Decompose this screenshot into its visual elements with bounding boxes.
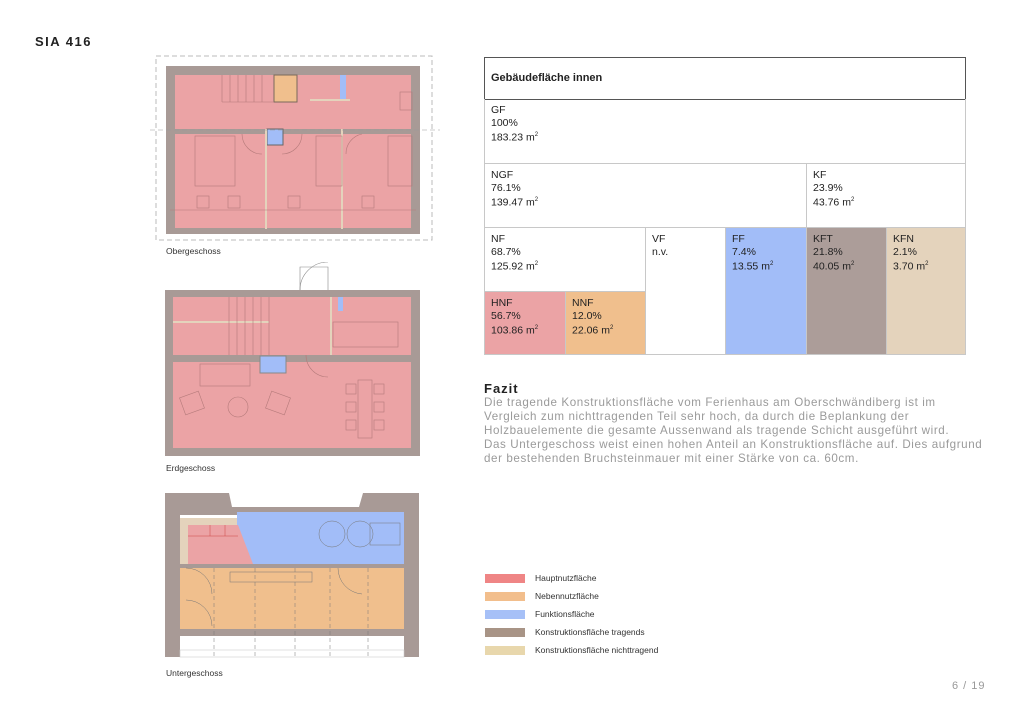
legend-item: Funktionsfläche xyxy=(485,608,595,620)
fazit-paragraph: Das Untergeschoss weist einen hohen Ante… xyxy=(484,438,983,465)
cell-area: 3.70 xyxy=(893,260,914,273)
cell-percent: n.v. xyxy=(652,245,669,258)
cell-name: GF xyxy=(491,104,506,116)
fazit-text: Die tragende Konstruktionsfläche vom Fer… xyxy=(484,396,984,466)
cell-area: 43.76 xyxy=(813,196,840,209)
cell-area: 183.23 xyxy=(491,131,524,144)
cell-name: VF xyxy=(652,233,666,245)
legend-item: Hauptnutzfläche xyxy=(485,572,596,584)
cell-name: NF xyxy=(491,233,505,245)
table-header: Gebäudefläche innen xyxy=(484,57,966,100)
cell-percent: 12.0% xyxy=(572,309,602,322)
cell-name: NGF xyxy=(491,169,514,181)
legend-item: Konstruktionsfläche nichttragend xyxy=(485,644,658,656)
plan-label-obergeschoss: Obergeschoss xyxy=(166,246,221,256)
cell-percent: 100% xyxy=(491,116,518,129)
cell-name: HNF xyxy=(491,297,513,309)
plan-label-untergeschoss: Untergeschoss xyxy=(166,668,223,678)
cell-name: KFT xyxy=(813,233,833,245)
cell-area: 139.47 xyxy=(491,196,524,209)
cell-percent: 21.8% xyxy=(813,245,843,258)
floor-plan-erdgeschoss xyxy=(165,262,420,456)
cell-name: FF xyxy=(732,233,745,245)
cell-percent: 76.1% xyxy=(491,181,521,194)
legend-swatch xyxy=(485,591,525,601)
cell-area: 125.92 xyxy=(491,260,524,273)
fazit-heading: Fazit xyxy=(484,381,519,396)
cell-area: 40.05 xyxy=(813,260,840,273)
legend-item: Konstruktionsfläche tragends xyxy=(485,626,645,638)
cell-name: KFN xyxy=(893,233,914,245)
legend-item: Nebennutzfläche xyxy=(485,590,599,602)
cell-name: NNF xyxy=(572,297,594,309)
cell-area: 13.55 xyxy=(732,260,759,273)
plan-label-erdgeschoss: Erdgeschoss xyxy=(166,463,216,473)
cell-name: KF xyxy=(813,169,827,181)
page-title: SIA 416 xyxy=(35,34,92,49)
cell-percent: 7.4% xyxy=(732,245,756,258)
legend-swatch xyxy=(485,609,525,619)
cell-percent: 56.7% xyxy=(491,309,521,322)
cell-percent: 68.7% xyxy=(491,245,521,258)
legend-swatch xyxy=(485,627,525,637)
legend-swatch xyxy=(485,645,525,655)
cell-percent: 23.9% xyxy=(813,181,843,194)
legend-swatch xyxy=(485,573,525,583)
floor-plan-untergeschoss xyxy=(165,493,419,658)
cell-area: 22.06 xyxy=(572,324,599,337)
page-number: 6 / 19 xyxy=(952,680,986,692)
cell-area: 103.86 xyxy=(491,324,524,337)
fazit-paragraph: Die tragende Konstruktionsfläche vom Fer… xyxy=(484,396,950,437)
cell-percent: 2.1% xyxy=(893,245,917,258)
floor-plan-obergeschoss xyxy=(150,55,440,241)
